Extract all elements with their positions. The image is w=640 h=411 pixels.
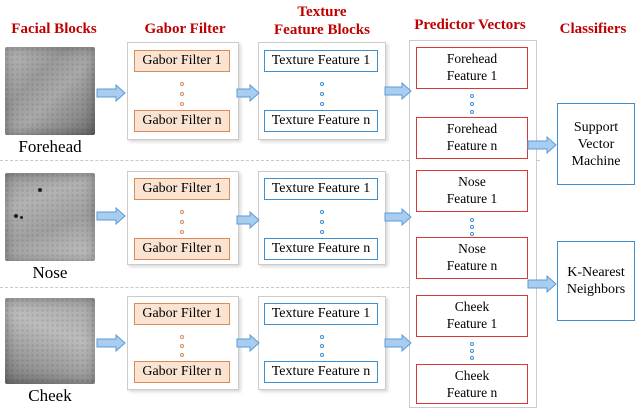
ellipsis-dot-forehead-gabor-2	[180, 92, 184, 96]
ellipsis-dot-forehead-predictor-1	[470, 94, 474, 98]
predictor-forehead-feature-1-line2: Feature 1	[446, 68, 498, 83]
header-texture: Texture	[297, 4, 347, 20]
mole-1	[38, 188, 42, 192]
ellipsis-dot-nose-predictor-1	[470, 218, 474, 222]
predictor-nose-feature-1: Nose Feature 1	[416, 170, 528, 212]
header-predictor-vectors: Predictor Vectors	[414, 17, 526, 33]
gabor-filter-1-cheek: Gabor Filter 1	[134, 303, 230, 325]
predictor-nose-feature-1-line1: Nose	[458, 174, 486, 189]
ellipsis-dot-forehead-gabor-3	[180, 102, 184, 106]
predictor-cheek-feature-1: Cheek Feature 1	[416, 295, 528, 337]
nose-label: Nose	[32, 263, 68, 282]
ellipsis-dot-forehead-texture-1	[320, 82, 324, 86]
texture-feature-1-nose: Texture Feature 1	[264, 178, 378, 200]
predictor-nose-feature-n-line2: Feature n	[446, 258, 498, 273]
classifier-svm: Support Vector Machine	[557, 103, 635, 185]
arrow-cheek-to-gabor	[96, 333, 126, 353]
predictor-cheek-feature-1-line1: Cheek	[454, 299, 490, 314]
arrow-nose-texture-to-predictor	[384, 207, 412, 227]
ellipsis-dot-nose-predictor-3	[470, 232, 474, 236]
header-feature-blocks: Feature Blocks	[274, 22, 370, 38]
ellipsis-dot-cheek-texture-2	[320, 344, 324, 348]
predictor-cheek-feature-1-line2: Feature 1	[446, 316, 498, 331]
cheek-image	[5, 298, 95, 384]
ellipsis-dot-cheek-predictor-1	[470, 342, 474, 346]
predictor-vectors-group	[409, 40, 537, 408]
arrow-nose-gabor-to-texture	[236, 210, 260, 230]
header-classifiers: Classifiers	[559, 21, 627, 37]
ellipsis-dot-nose-gabor-1	[180, 210, 184, 214]
classifier-knn-line1: K-Nearest	[567, 265, 625, 280]
gabor-filter-1-forehead: Gabor Filter 1	[134, 50, 230, 72]
ellipsis-dot-nose-gabor-3	[180, 230, 184, 234]
predictor-nose-feature-1-line2: Feature 1	[446, 191, 498, 206]
ellipsis-dot-cheek-gabor-3	[180, 353, 184, 357]
gabor-filter-1-nose: Gabor Filter 1	[134, 178, 230, 200]
ellipsis-dot-cheek-predictor-2	[470, 349, 474, 353]
arrow-forehead-texture-to-predictor	[384, 81, 412, 101]
predictor-forehead-feature-n-line1: Forehead	[446, 121, 498, 136]
predictor-forehead-feature-1: Forehead Feature 1	[416, 47, 528, 89]
arrow-nose-to-gabor	[96, 206, 126, 226]
predictor-forehead-feature-1-line1: Forehead	[446, 51, 498, 66]
separator-1	[0, 160, 540, 161]
arrow-cheek-gabor-to-texture	[236, 333, 260, 353]
classifier-svm-line3: Machine	[571, 153, 621, 169]
arrow-cheek-texture-to-predictor	[384, 333, 412, 353]
texture-feature-1-forehead: Texture Feature 1	[264, 50, 378, 72]
classifier-svm-line1: Support	[573, 119, 619, 135]
ellipsis-dot-cheek-gabor-1	[180, 335, 184, 339]
nose-image	[5, 173, 95, 261]
ellipsis-dot-nose-texture-2	[320, 220, 324, 224]
cheek-label: Cheek	[28, 386, 72, 405]
predictor-cheek-feature-n-line2: Feature n	[446, 385, 498, 400]
separator-2	[0, 287, 540, 288]
texture-feature-n-nose: Texture Feature n	[264, 238, 378, 260]
predictor-cheek-feature-n-line1: Cheek	[454, 368, 490, 383]
predictor-forehead-feature-n: Forehead Feature n	[416, 117, 528, 159]
classifier-knn-line2: Neighbors	[566, 282, 626, 297]
ellipsis-dot-cheek-texture-3	[320, 353, 324, 357]
ellipsis-dot-forehead-texture-3	[320, 102, 324, 106]
ellipsis-dot-nose-gabor-2	[180, 220, 184, 224]
texture-feature-1-cheek: Texture Feature 1	[264, 303, 378, 325]
mole-3	[20, 216, 23, 219]
classifier-svm-line2: Vector	[577, 136, 615, 152]
forehead-image	[5, 47, 95, 135]
gabor-filter-n-cheek: Gabor Filter n	[134, 361, 230, 383]
mole-2	[14, 214, 18, 218]
texture-feature-n-forehead: Texture Feature n	[264, 110, 378, 132]
ellipsis-dot-cheek-gabor-2	[180, 344, 184, 348]
predictor-cheek-feature-n: Cheek Feature n	[416, 364, 528, 404]
ellipsis-dot-forehead-predictor-2	[470, 102, 474, 106]
predictor-nose-feature-n: Nose Feature n	[416, 237, 528, 279]
ellipsis-dot-forehead-gabor-1	[180, 82, 184, 86]
ellipsis-dot-nose-predictor-2	[470, 225, 474, 229]
ellipsis-dot-forehead-texture-2	[320, 92, 324, 96]
ellipsis-dot-nose-texture-1	[320, 210, 324, 214]
header-facial-blocks: Facial Blocks	[11, 21, 97, 37]
arrow-forehead-gabor-to-texture	[236, 83, 260, 103]
texture-feature-n-cheek: Texture Feature n	[264, 361, 378, 383]
header-gabor-filter: Gabor Filter	[144, 21, 226, 37]
gabor-filter-n-forehead: Gabor Filter n	[134, 110, 230, 132]
ellipsis-dot-cheek-predictor-3	[470, 356, 474, 360]
forehead-label: Forehead	[18, 137, 82, 156]
gabor-filter-n-nose: Gabor Filter n	[134, 238, 230, 260]
ellipsis-dot-forehead-predictor-3	[470, 110, 474, 114]
classifier-knn: K-Nearest Neighbors	[557, 241, 635, 321]
ellipsis-dot-nose-texture-3	[320, 230, 324, 234]
ellipsis-dot-cheek-texture-1	[320, 335, 324, 339]
arrow-forehead-to-gabor	[96, 83, 126, 103]
predictor-nose-feature-n-line1: Nose	[458, 241, 486, 256]
predictor-forehead-feature-n-line2: Feature n	[446, 138, 498, 153]
